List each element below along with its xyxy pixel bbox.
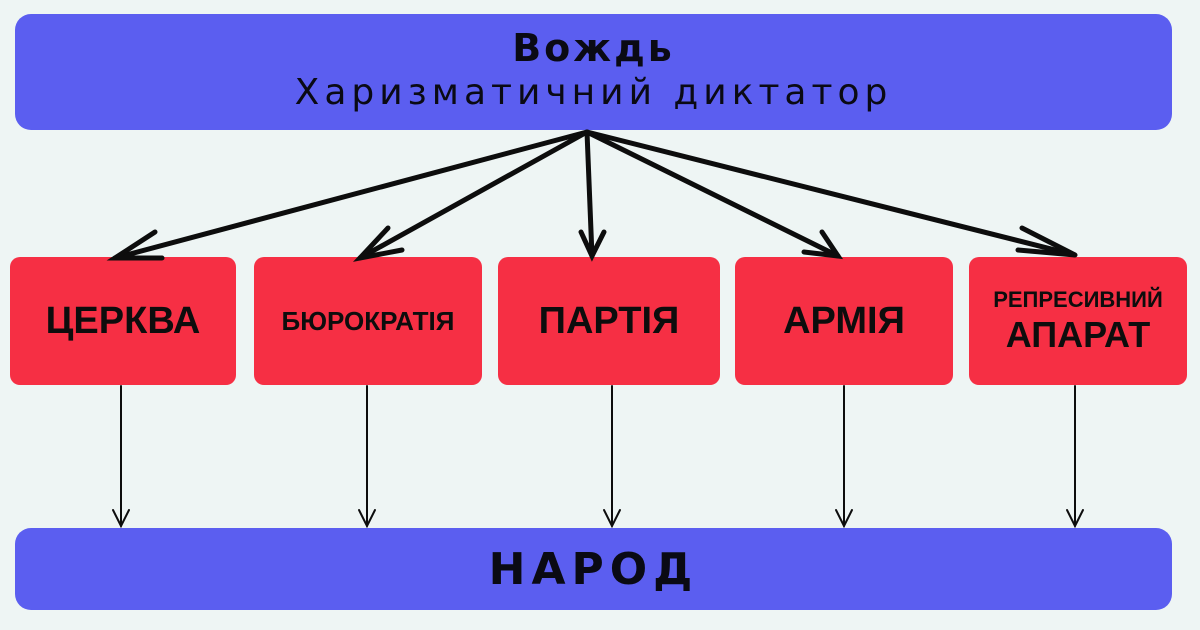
institution-label-repressive-line1: РЕПРЕСИВНИЙ [993,287,1163,312]
arrow-leader-to-repressive [584,129,1078,258]
institution-box-repressive-apparatus: РЕПРЕСИВНИЙ АПАРАТ [969,257,1187,385]
arrowhead-army-people [835,509,853,529]
people-bar: НАРОД [15,528,1172,610]
leader-title: Вождь [512,26,675,70]
institution-label-church: ЦЕРКВА [45,299,201,342]
arrow-leader-to-church [112,129,590,261]
arrowhead-party-people [603,509,621,529]
leader-bar: Вождь Харизматичний диктатор [15,14,1172,130]
institution-box-bureaucracy: БЮРОКРАТІЯ [254,257,482,385]
institution-box-party: ПАРТІЯ [498,257,720,385]
arrowhead-church [106,229,165,261]
arrowhead-repressive-people [1066,509,1084,529]
arrowhead-army [801,229,844,260]
arrowhead-bureaucracy-people [358,509,376,529]
leader-subtitle: Харизматичний диктатор [294,72,893,113]
arrowhead-church-people [112,509,130,529]
institution-label-bureaucracy: БЮРОКРАТІЯ [281,305,455,336]
arrow-leader-to-bureaucracy [357,129,590,261]
arrowhead-bureaucracy [352,225,405,262]
institution-box-army: АРМІЯ [735,257,953,385]
arrow-leader-to-party [584,129,595,259]
arrowhead-party [578,229,607,262]
arrow-leader-to-army [584,129,841,259]
people-label: НАРОД [488,544,699,595]
arrowhead-repressive [1015,225,1077,258]
institution-label-party: ПАРТІЯ [538,299,680,342]
institution-label-army: АРМІЯ [783,299,905,342]
institution-label-repressive-line2: АПАРАТ [1005,314,1151,355]
institution-box-church: ЦЕРКВА [10,257,236,385]
